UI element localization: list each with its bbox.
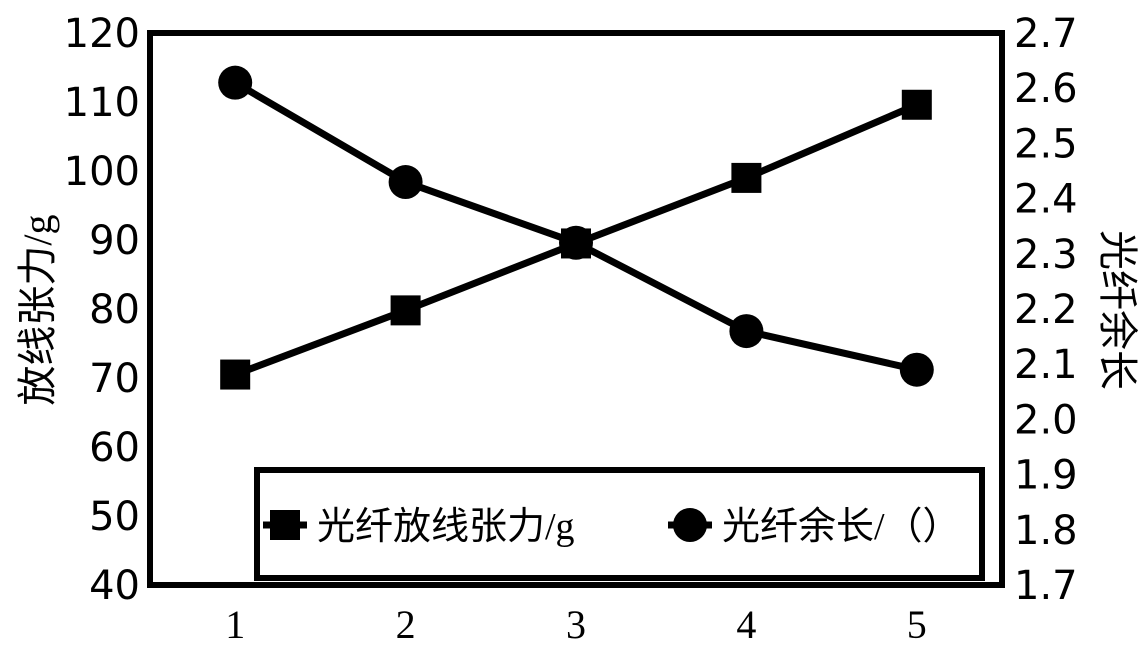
right-tick-label: 2.7 xyxy=(1014,11,1078,57)
data-point-marker-square xyxy=(390,295,421,326)
legend-label-1: 光纤放线张力/g xyxy=(317,506,575,548)
right-tick-label: 2.5 xyxy=(1014,121,1078,167)
chart-legend: 光纤放线张力/g 光纤余长/（） xyxy=(254,467,985,581)
series-2 xyxy=(218,65,934,387)
series-layer xyxy=(218,65,934,390)
left-tick-label: 100 xyxy=(64,149,140,195)
data-point-marker-square xyxy=(901,89,932,120)
x-tick-label: 5 xyxy=(907,602,927,647)
x-tick-label: 4 xyxy=(736,602,756,647)
data-point-marker-circle xyxy=(899,352,934,387)
right-tick-label: 2.2 xyxy=(1014,287,1078,333)
left-tick-label: 80 xyxy=(89,287,140,333)
legend-items: 光纤放线张力/g 光纤余长/（） xyxy=(263,506,961,548)
left-tick-label: 70 xyxy=(89,356,140,402)
right-tick-label: 2.1 xyxy=(1014,342,1078,388)
legend-marker-circle xyxy=(673,508,707,542)
legend-box xyxy=(254,467,985,581)
data-point-marker-circle xyxy=(729,314,764,349)
data-point-marker-circle xyxy=(388,165,423,200)
left-tick-label: 110 xyxy=(64,80,140,126)
data-point-marker-square xyxy=(220,359,251,390)
left-tick-label: 50 xyxy=(89,494,140,540)
left-tick-label: 90 xyxy=(89,218,140,264)
left-axis-ticks: 120 110 100 90 80 70 60 50 40 xyxy=(64,11,140,609)
left-tick-label: 60 xyxy=(89,425,140,471)
right-tick-label: 1.8 xyxy=(1014,508,1078,554)
x-tick-label: 3 xyxy=(566,602,586,647)
x-tick-label: 2 xyxy=(396,602,416,647)
left-axis-title: 放线张力/g xyxy=(15,214,60,405)
right-tick-label: 2.6 xyxy=(1014,66,1078,112)
data-point-marker-square xyxy=(731,162,762,193)
left-tick-label: 40 xyxy=(89,563,140,609)
legend-marker-square xyxy=(270,510,300,540)
data-point-marker-circle xyxy=(218,65,253,100)
x-axis-ticks: 1 2 3 4 5 xyxy=(225,602,927,647)
right-tick-label: 2.0 xyxy=(1014,397,1078,443)
right-tick-label: 2.4 xyxy=(1014,177,1078,223)
right-tick-label: 1.9 xyxy=(1014,453,1078,499)
right-tick-label: 2.3 xyxy=(1014,232,1078,278)
data-point-marker-circle xyxy=(559,225,593,260)
left-tick-label: 120 xyxy=(64,11,140,57)
right-tick-label: 1.7 xyxy=(1014,563,1078,609)
right-axis-ticks: 2.7 2.6 2.5 2.4 2.3 2.2 2.1 2.0 1.9 1.8 1.7 xyxy=(1014,11,1078,609)
right-axis-title: 光纤余长 xyxy=(1095,230,1140,390)
legend-label-2: 光纤余长/（） xyxy=(722,506,961,548)
x-tick-label: 1 xyxy=(225,602,245,647)
